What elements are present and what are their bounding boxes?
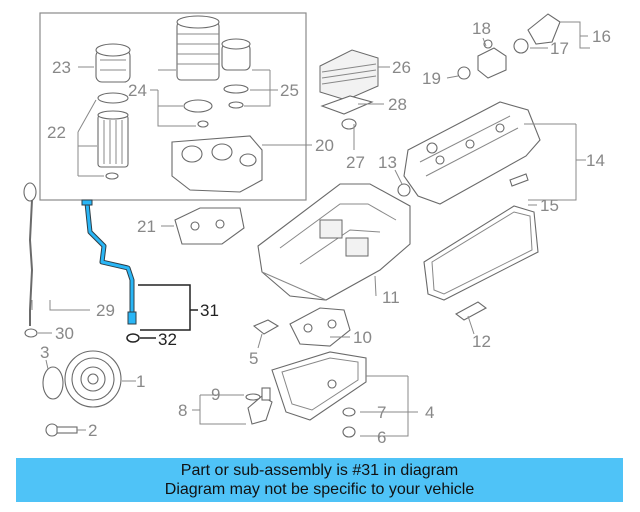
part-6-drain-plug[interactable] (342, 426, 356, 438)
callout-4: 4 (425, 403, 434, 422)
callout-32: 32 (158, 330, 177, 349)
callout-24: 24 (128, 81, 147, 100)
part-14-valve-cover[interactable] (403, 101, 541, 205)
part-32-o-ring[interactable] (126, 333, 140, 343)
part-22-filter-element[interactable] (97, 110, 129, 168)
callout-19: 19 (422, 69, 441, 88)
callout-23: 23 (52, 58, 71, 77)
callout-27: 27 (346, 153, 365, 172)
callout-13: 13 (378, 153, 397, 172)
callout-31: 31 (200, 301, 219, 320)
part-8-oil-level-sensor[interactable] (247, 387, 273, 425)
callout-18: 18 (472, 19, 491, 38)
callout-28: 28 (388, 95, 407, 114)
exploded-parts-diagram: 1 2 3 4 5 6 7 8 9 10 11 12 13 14 15 16 1… (23, 12, 611, 447)
part-3-seal[interactable] (42, 366, 64, 400)
part-11-cylinder-block[interactable] (257, 183, 411, 301)
callout-6: 6 (377, 428, 386, 447)
part-7-washer[interactable] (342, 407, 356, 417)
part-9-seal[interactable] (245, 393, 261, 401)
callout-1: 1 (136, 372, 145, 391)
callout-16: 16 (592, 27, 611, 46)
callout-14: 14 (586, 151, 605, 170)
part-1-crankshaft-pulley[interactable] (64, 350, 122, 408)
callout-30: 30 (55, 324, 74, 343)
callout-12: 12 (472, 332, 491, 351)
part-21-gasket[interactable] (174, 207, 245, 245)
part-22-o-ring-lower[interactable] (105, 172, 119, 180)
part-4-oil-pan[interactable] (271, 351, 367, 421)
callout-10: 10 (353, 328, 372, 347)
part-19-seal[interactable] (457, 66, 471, 80)
callout-8: 8 (178, 401, 187, 420)
part-16-cap[interactable] (527, 13, 561, 45)
part-10-oil-pump[interactable] (289, 307, 351, 347)
callout-15: 15 (540, 196, 559, 215)
part-24-filter-housing-stack[interactable] (176, 15, 220, 128)
leader-lines (31, 21, 590, 437)
part-notice-banner: Part or sub-assembly is #31 in diagram D… (16, 458, 623, 502)
part-5-gasket[interactable] (252, 319, 280, 335)
part-29-dipstick[interactable] (23, 182, 37, 326)
part-18-fitting[interactable] (477, 39, 507, 79)
callout-17: 17 (550, 39, 569, 58)
part-23-filter-cap[interactable] (95, 43, 131, 83)
part-15-bolt[interactable] (509, 173, 529, 187)
part-26-oil-cooler[interactable] (319, 49, 379, 101)
part-31-dipstick-tube[interactable] (81, 199, 137, 325)
part-30-seal[interactable] (24, 328, 38, 338)
callout-22: 22 (47, 123, 66, 142)
callout-21: 21 (137, 217, 156, 236)
callout-11: 11 (382, 288, 400, 307)
notice-line-1: Part or sub-assembly is #31 in diagram (180, 462, 459, 479)
callout-26: 26 (392, 58, 411, 77)
part-22-o-ring-upper[interactable] (97, 92, 129, 104)
part-13-oil-cap[interactable] (397, 183, 411, 197)
callout-29: 29 (96, 301, 115, 320)
part-17-seal[interactable] (513, 38, 529, 54)
callout-5: 5 (249, 349, 258, 368)
notice-line-2: Diagram may not be specific to your vehi… (164, 481, 475, 498)
part-25-cover[interactable] (221, 38, 251, 109)
callout-7: 7 (377, 403, 386, 422)
callout-25: 25 (280, 81, 299, 100)
part-27-seal[interactable] (341, 118, 357, 130)
part-28-cooler-gasket[interactable] (320, 95, 374, 115)
part-20-housing-body[interactable] (171, 135, 263, 193)
oil-filter-group-inset (39, 12, 307, 201)
callout-labels: 1 2 3 4 5 6 7 8 9 10 11 12 13 14 15 16 1… (40, 19, 611, 447)
callout-20: 20 (315, 136, 334, 155)
callout-3: 3 (40, 343, 49, 362)
part-15-valve-cover-gasket[interactable] (423, 205, 539, 301)
callout-9: 9 (211, 385, 220, 404)
part-12-gasket[interactable] (454, 301, 488, 321)
part-2-bolt[interactable] (45, 423, 78, 437)
callout-2: 2 (88, 421, 97, 440)
